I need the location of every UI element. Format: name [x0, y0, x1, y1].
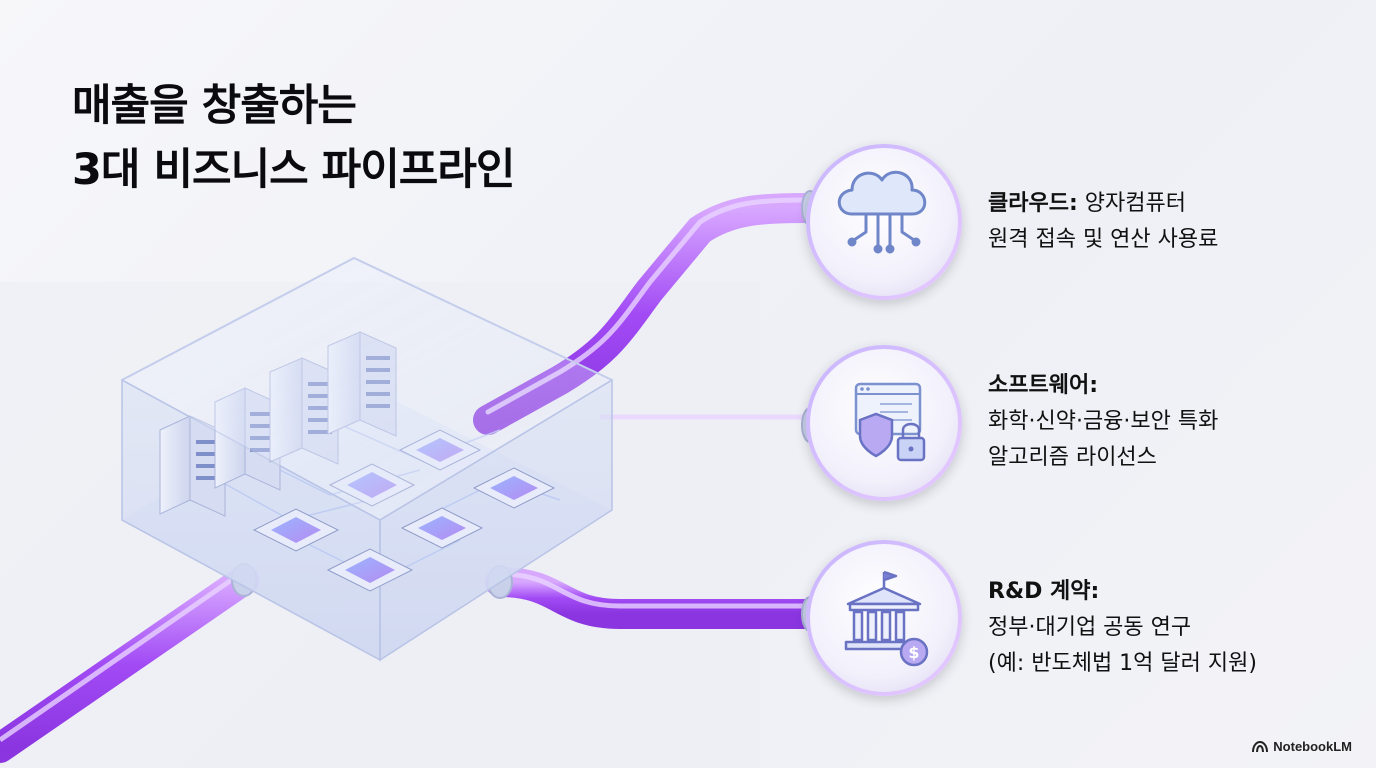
node-label-cloud: 클라우드: 양자컴퓨터 원격 접속 및 연산 사용료 [988, 186, 1218, 258]
pipe-to-cloud [473, 193, 820, 435]
node-line2-software: 알고리즘 라이선스 [988, 445, 1157, 470]
node-label-software: 소프트웨어: 화학·신약·금융·보안 특화 알고리즘 라이선스 [988, 368, 1218, 476]
node-line2-cloud: 원격 접속 및 연산 사용료 [988, 227, 1219, 252]
page-title: 매출을 창출하는 3대 비즈니스 파이프라인 [72, 74, 515, 202]
node-cloud [806, 144, 962, 300]
notebooklm-logo-icon [1252, 740, 1269, 752]
software-shield-lock-icon [854, 382, 926, 462]
pipe-input [0, 565, 259, 763]
pipe-to-software [585, 410, 820, 440]
node-line1-cloud: 양자컴퓨터 [1084, 191, 1186, 216]
quantum-datacenter-box [120, 256, 614, 662]
brand-label: NotebookLM [1273, 739, 1352, 754]
pipe-to-rnd [485, 567, 820, 629]
node-head-cloud: 클라우드: [988, 191, 1078, 216]
government-building-dollar-icon: $ [844, 570, 929, 667]
node-line2-rnd: (예: 반도체법 1억 달러 지원) [988, 651, 1257, 676]
title-line-2: 3대 비즈니스 파이프라인 [72, 145, 515, 195]
title-line-1: 매출을 창출하는 [72, 81, 357, 131]
node-head-software: 소프트웨어: [988, 373, 1098, 398]
svg-text:$: $ [908, 643, 919, 662]
cloud-circuit-icon [837, 170, 927, 254]
node-head-rnd: R&D 계약: [988, 579, 1100, 604]
node-line1-rnd: 정부·대기업 공동 연구 [988, 615, 1192, 640]
node-line1-software: 화학·신약·금융·보안 특화 [988, 409, 1219, 434]
brand-watermark: NotebookLM [1252, 739, 1352, 754]
node-label-rnd: R&D 계약: 정부·대기업 공동 연구 (예: 반도체법 1억 달러 지원) [988, 574, 1257, 682]
